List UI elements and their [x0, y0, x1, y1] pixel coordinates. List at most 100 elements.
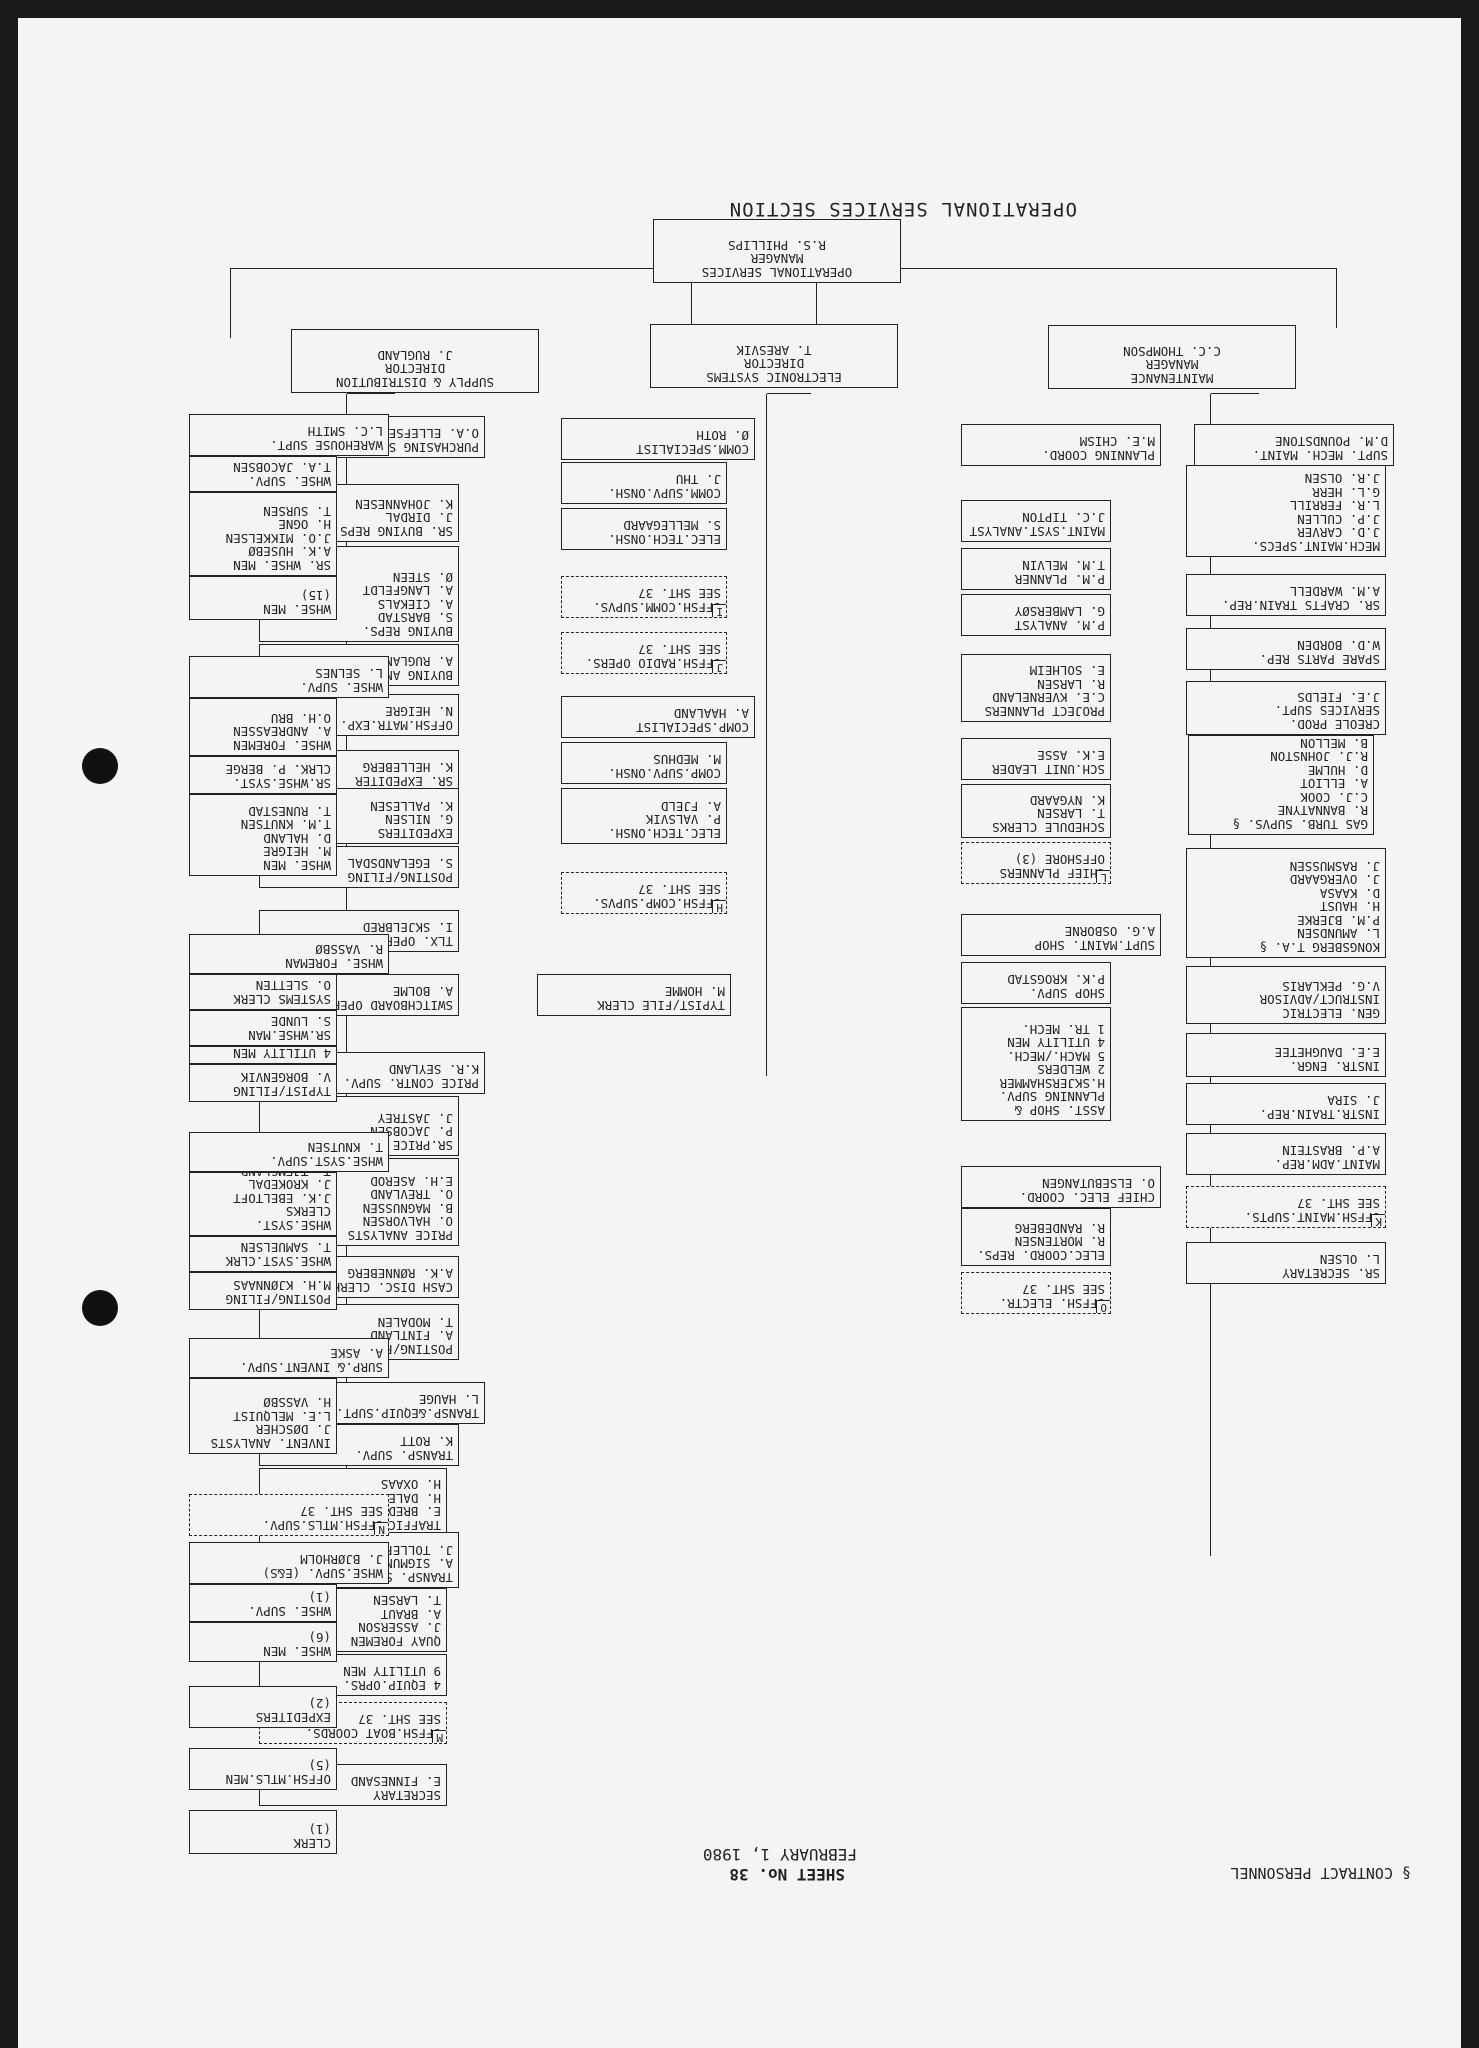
- position-title: KONGSBERG T.A. §: [1259, 940, 1380, 955]
- person-name: J.D. CARVER: [1297, 525, 1380, 541]
- sr-whse-syst-clrk: SR.WHSE.SYST.CLRK. P. BERGE: [189, 756, 337, 794]
- position-title: GAS TURB. SUPVS. §: [1232, 817, 1368, 832]
- contract-note: § CONTRACT PERSONNEL: [1230, 1864, 1411, 1882]
- whse-men-6: WHSE. MEN(6): [189, 1622, 337, 1662]
- person-name: DIRECTOR: [743, 356, 805, 372]
- person-name: L.C. SMITH: [307, 424, 383, 440]
- person-name: T.A. JACOBSEN: [233, 460, 331, 476]
- position-title: PLANNING COORD.: [1042, 448, 1155, 463]
- position-title: TYPIST/FILING: [233, 1084, 331, 1099]
- person-name: J. RUGLAND: [377, 348, 453, 363]
- instr-engr: INSTR. ENGR.E.E. DAUGHETEE: [1186, 1033, 1386, 1077]
- person-name: J.R. OLSEN: [1304, 471, 1380, 487]
- person-name: M. HOMME: [664, 984, 725, 1000]
- planning-coord: PLANNING COORD.M.E. CHISM: [961, 424, 1161, 466]
- comp-supv-onsh: COMP.SUPV.ONSH.M. MEDHUS: [561, 742, 727, 784]
- person-name: L.R. FERRILL: [1289, 498, 1380, 514]
- position-title: SCH.UNIT LEADER: [992, 762, 1105, 777]
- person-name: H.SKJERSHAMMER: [999, 1076, 1105, 1091]
- sr-crafts-train-rep: SR. CRAFTS TRAIN.REP.A.M. WARDELL: [1186, 574, 1386, 616]
- sheet-number: SHEET No. 38: [729, 1865, 845, 1884]
- person-name: SEE SHT. 37: [638, 586, 721, 602]
- position-title: SYSTEMS CLERK: [233, 992, 331, 1007]
- person-name: E. SOLHEIM: [1029, 663, 1105, 679]
- person-name: C.C. THOMPSON: [1123, 344, 1221, 359]
- person-name: H. OGNE: [278, 517, 331, 533]
- position-title: WHSE. MEN: [263, 602, 331, 617]
- person-name: E.E. DAUGHETEE: [1274, 1045, 1380, 1061]
- person-name: A. ASKE: [330, 1346, 383, 1362]
- person-name: J. BJØRHOLM: [300, 1552, 383, 1568]
- position-title: SUPT. MECH. MAINT.: [1252, 448, 1388, 463]
- position-title: SR. WHSE. MEN: [233, 558, 331, 573]
- person-name: MANAGER: [1145, 357, 1199, 373]
- position-title: POSTING/FILING: [225, 1292, 331, 1307]
- comm-supv-onsh: COMM.SUPV.ONSH.J. THU: [561, 462, 727, 504]
- person-name: P.K. KROGSTAD: [1007, 972, 1105, 988]
- position-title: WHSE.SYST.: [255, 1218, 331, 1233]
- sheet-date: FEBRUARY 1, 1980: [702, 1845, 857, 1864]
- position-title: COMM.SPECIALIST: [636, 442, 749, 457]
- person-name: G.L. HERR: [1312, 485, 1380, 500]
- person-name: A. ANDREASSEN: [233, 724, 331, 740]
- person-name: L.E. MELQUIST: [233, 1409, 331, 1424]
- person-name: T.M. MELVIN: [1022, 558, 1105, 574]
- connector-line: [767, 393, 811, 394]
- person-name: W.D. BORDEN: [1297, 638, 1380, 654]
- connector-line: [230, 268, 231, 338]
- sheet-ref-tag: I: [712, 604, 727, 618]
- position-title: WHSE. SUPV.: [248, 474, 331, 489]
- position-title: OFFSH.RADIO OPERS.: [585, 656, 721, 671]
- sheet-ref-tag: H: [712, 900, 727, 914]
- person-name: E.K. ASSE: [1037, 748, 1105, 764]
- position-title: WHSE.SYST.CLRK: [225, 1254, 331, 1269]
- person-name: C.E. KVERNELAND: [992, 690, 1105, 706]
- position-title: WHSE.SYST.SUPV.: [270, 1154, 383, 1169]
- person-name: S. MELLEGAARD: [623, 518, 721, 534]
- sheet-ref-tag: M: [432, 1730, 447, 1744]
- person-name: T. LARSEN: [1037, 806, 1105, 822]
- whse-supv-es: WHSE.SUPV. (E&S)J. BJØRHOLM: [189, 1542, 389, 1584]
- person-name: C.J. COOK: [1300, 790, 1368, 805]
- position-title: INSTR.TRAIN.REP.: [1259, 1107, 1380, 1122]
- person-name: D. KAASA: [1319, 886, 1380, 901]
- person-name: SEE SHT. 37: [1022, 1282, 1105, 1298]
- position-title: WAREHOUSE SUPT.: [270, 438, 383, 453]
- person-name: R. BANNATYNE: [1277, 803, 1368, 819]
- position-title: OFFSH.COMP.SUPVS.: [593, 896, 721, 911]
- person-name: A.M. WARDELL: [1289, 584, 1380, 600]
- person-name: SEE SHT. 37: [638, 642, 721, 658]
- position-title: SHOP SUPV.: [1029, 986, 1105, 1001]
- person-name: 1 TR. MECH.: [1022, 1022, 1105, 1037]
- person-name: D. HULME: [1307, 763, 1368, 778]
- position-title: MAINT.SYST.ANALYST: [969, 524, 1105, 539]
- position-title: CREOLE PROD.: [1289, 717, 1380, 732]
- position-title: SR.WHSE.SYST.: [233, 776, 331, 791]
- position-title: WHSE. MEN: [263, 1644, 331, 1659]
- person-name: A.G. OSBORNE: [1064, 924, 1155, 940]
- position-title: COMP.SUPV.ONSH.: [608, 766, 721, 781]
- person-name: V.G. PEKLARIS: [1282, 979, 1380, 994]
- person-name: A.K. HUSEBØ: [248, 544, 331, 560]
- person-name: R. MORTENSEN: [1014, 1234, 1105, 1250]
- person-name: A. FJELD: [660, 799, 721, 814]
- person-name: Ø. ROTH: [696, 428, 749, 444]
- person-name: L. AMUNDSEN: [1297, 926, 1380, 942]
- person-name: T. ARESVIK: [736, 343, 812, 358]
- whse-supv-2: WHSE. SUPV.L. SELNES: [189, 656, 389, 698]
